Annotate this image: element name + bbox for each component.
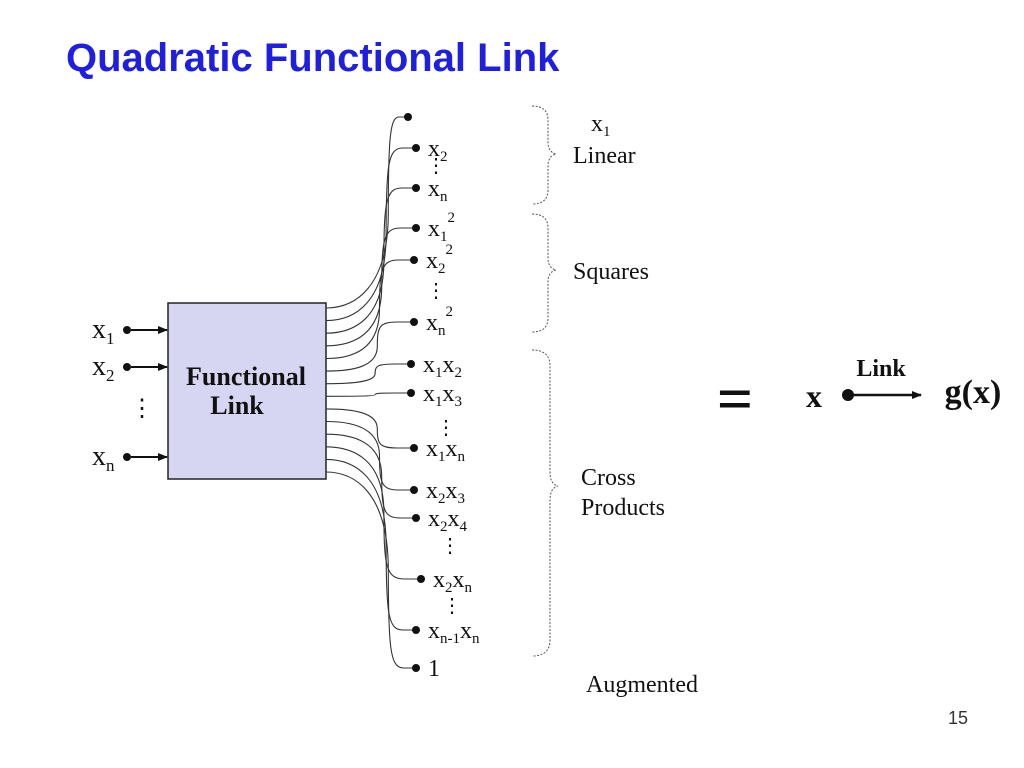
output-label: xn2 (426, 304, 453, 339)
equivalence-dot (842, 389, 854, 401)
output-ellipsis: ⋮ (426, 280, 446, 302)
box-label-line-2: Link (210, 391, 264, 420)
output-label: x2x4 (428, 506, 468, 535)
output-label: x1xn (426, 436, 466, 465)
box-label-line-1: Functional (186, 362, 306, 391)
input-ellipsis: ⋮ (130, 396, 154, 422)
output-dot (410, 444, 418, 452)
output-wire (325, 420, 414, 491)
linear-label: Linear (573, 143, 636, 169)
cross-products-label-line-1: Cross (581, 465, 636, 491)
squares-brace (531, 213, 557, 333)
output-ellipsis: ⋮ (440, 535, 460, 557)
augmented-label: Augmented (586, 672, 698, 698)
output-label: x2x3 (426, 478, 465, 507)
output-wire (325, 446, 421, 580)
input-dot (123, 453, 131, 461)
output-wires (325, 116, 421, 669)
link-label: Link (856, 356, 906, 382)
output-label: x1x2 (423, 352, 462, 381)
output-dots (404, 113, 425, 672)
output-wire (325, 187, 416, 334)
output-labels: x2xnx12x22xn2x1x2x1x3x1xnx2x3x2x4x2xnxn-… (423, 136, 480, 682)
output-wire (325, 147, 416, 322)
equals-sign: = (717, 363, 753, 434)
output-wire (325, 259, 414, 360)
equivalence-output-gx: g(x) (945, 374, 1002, 411)
output-dot (410, 318, 418, 326)
output-dot (410, 486, 418, 494)
input-dot (123, 326, 131, 334)
output-ellipsis: ⋮ (426, 155, 446, 177)
output-wire (325, 458, 416, 631)
output-dot (410, 256, 418, 264)
output-ellipsis: ⋮ (442, 595, 462, 617)
functional-link-box (167, 302, 327, 480)
output-wire (325, 392, 411, 397)
output-wire (325, 471, 416, 669)
output-wire (325, 408, 414, 449)
input-labels: x1x2 xn (92, 314, 115, 475)
page-number: 15 (947, 708, 968, 728)
slide-title: Quadratic Functional Link (66, 36, 560, 80)
output-wire (325, 363, 411, 385)
input-label: x1 (92, 314, 115, 348)
output-label: 1 (428, 656, 440, 682)
input-label: x2 (92, 351, 115, 385)
output-dot (407, 360, 415, 368)
output-label: x2xn (433, 567, 473, 596)
cross-products-brace (531, 349, 559, 657)
output-label: x22 (426, 242, 453, 277)
output-ellipsis: ⋮ (436, 417, 456, 439)
output-wire (325, 116, 408, 309)
linear-x1-label: x1 (591, 111, 611, 140)
input-label: xn (92, 441, 115, 475)
input-dot (123, 363, 131, 371)
output-label: x2 (428, 136, 448, 165)
output-dot (412, 144, 420, 152)
output-dot (404, 113, 412, 121)
output-dot (412, 184, 420, 192)
output-dot (412, 514, 420, 522)
output-dot (417, 575, 425, 583)
output-wire (325, 227, 416, 347)
output-ellipses: ⋮ ⋮ ⋮ ⋮ ⋮ (426, 155, 462, 617)
output-wire (325, 433, 416, 519)
linear-brace (531, 105, 557, 205)
output-wire (325, 321, 414, 372)
output-dot (407, 389, 415, 397)
output-dot (412, 224, 420, 232)
input-arrows (123, 326, 168, 461)
output-dot (412, 664, 420, 672)
output-label: x12 (428, 210, 455, 245)
squares-label: Squares (573, 259, 649, 285)
output-dot (412, 626, 420, 634)
output-label: x1x3 (423, 381, 462, 410)
equivalence-input-x: x (806, 378, 822, 414)
output-label: xn (428, 176, 448, 205)
cross-products-label-line-2: Products (581, 495, 665, 521)
output-label: xn-1xn (428, 618, 480, 647)
